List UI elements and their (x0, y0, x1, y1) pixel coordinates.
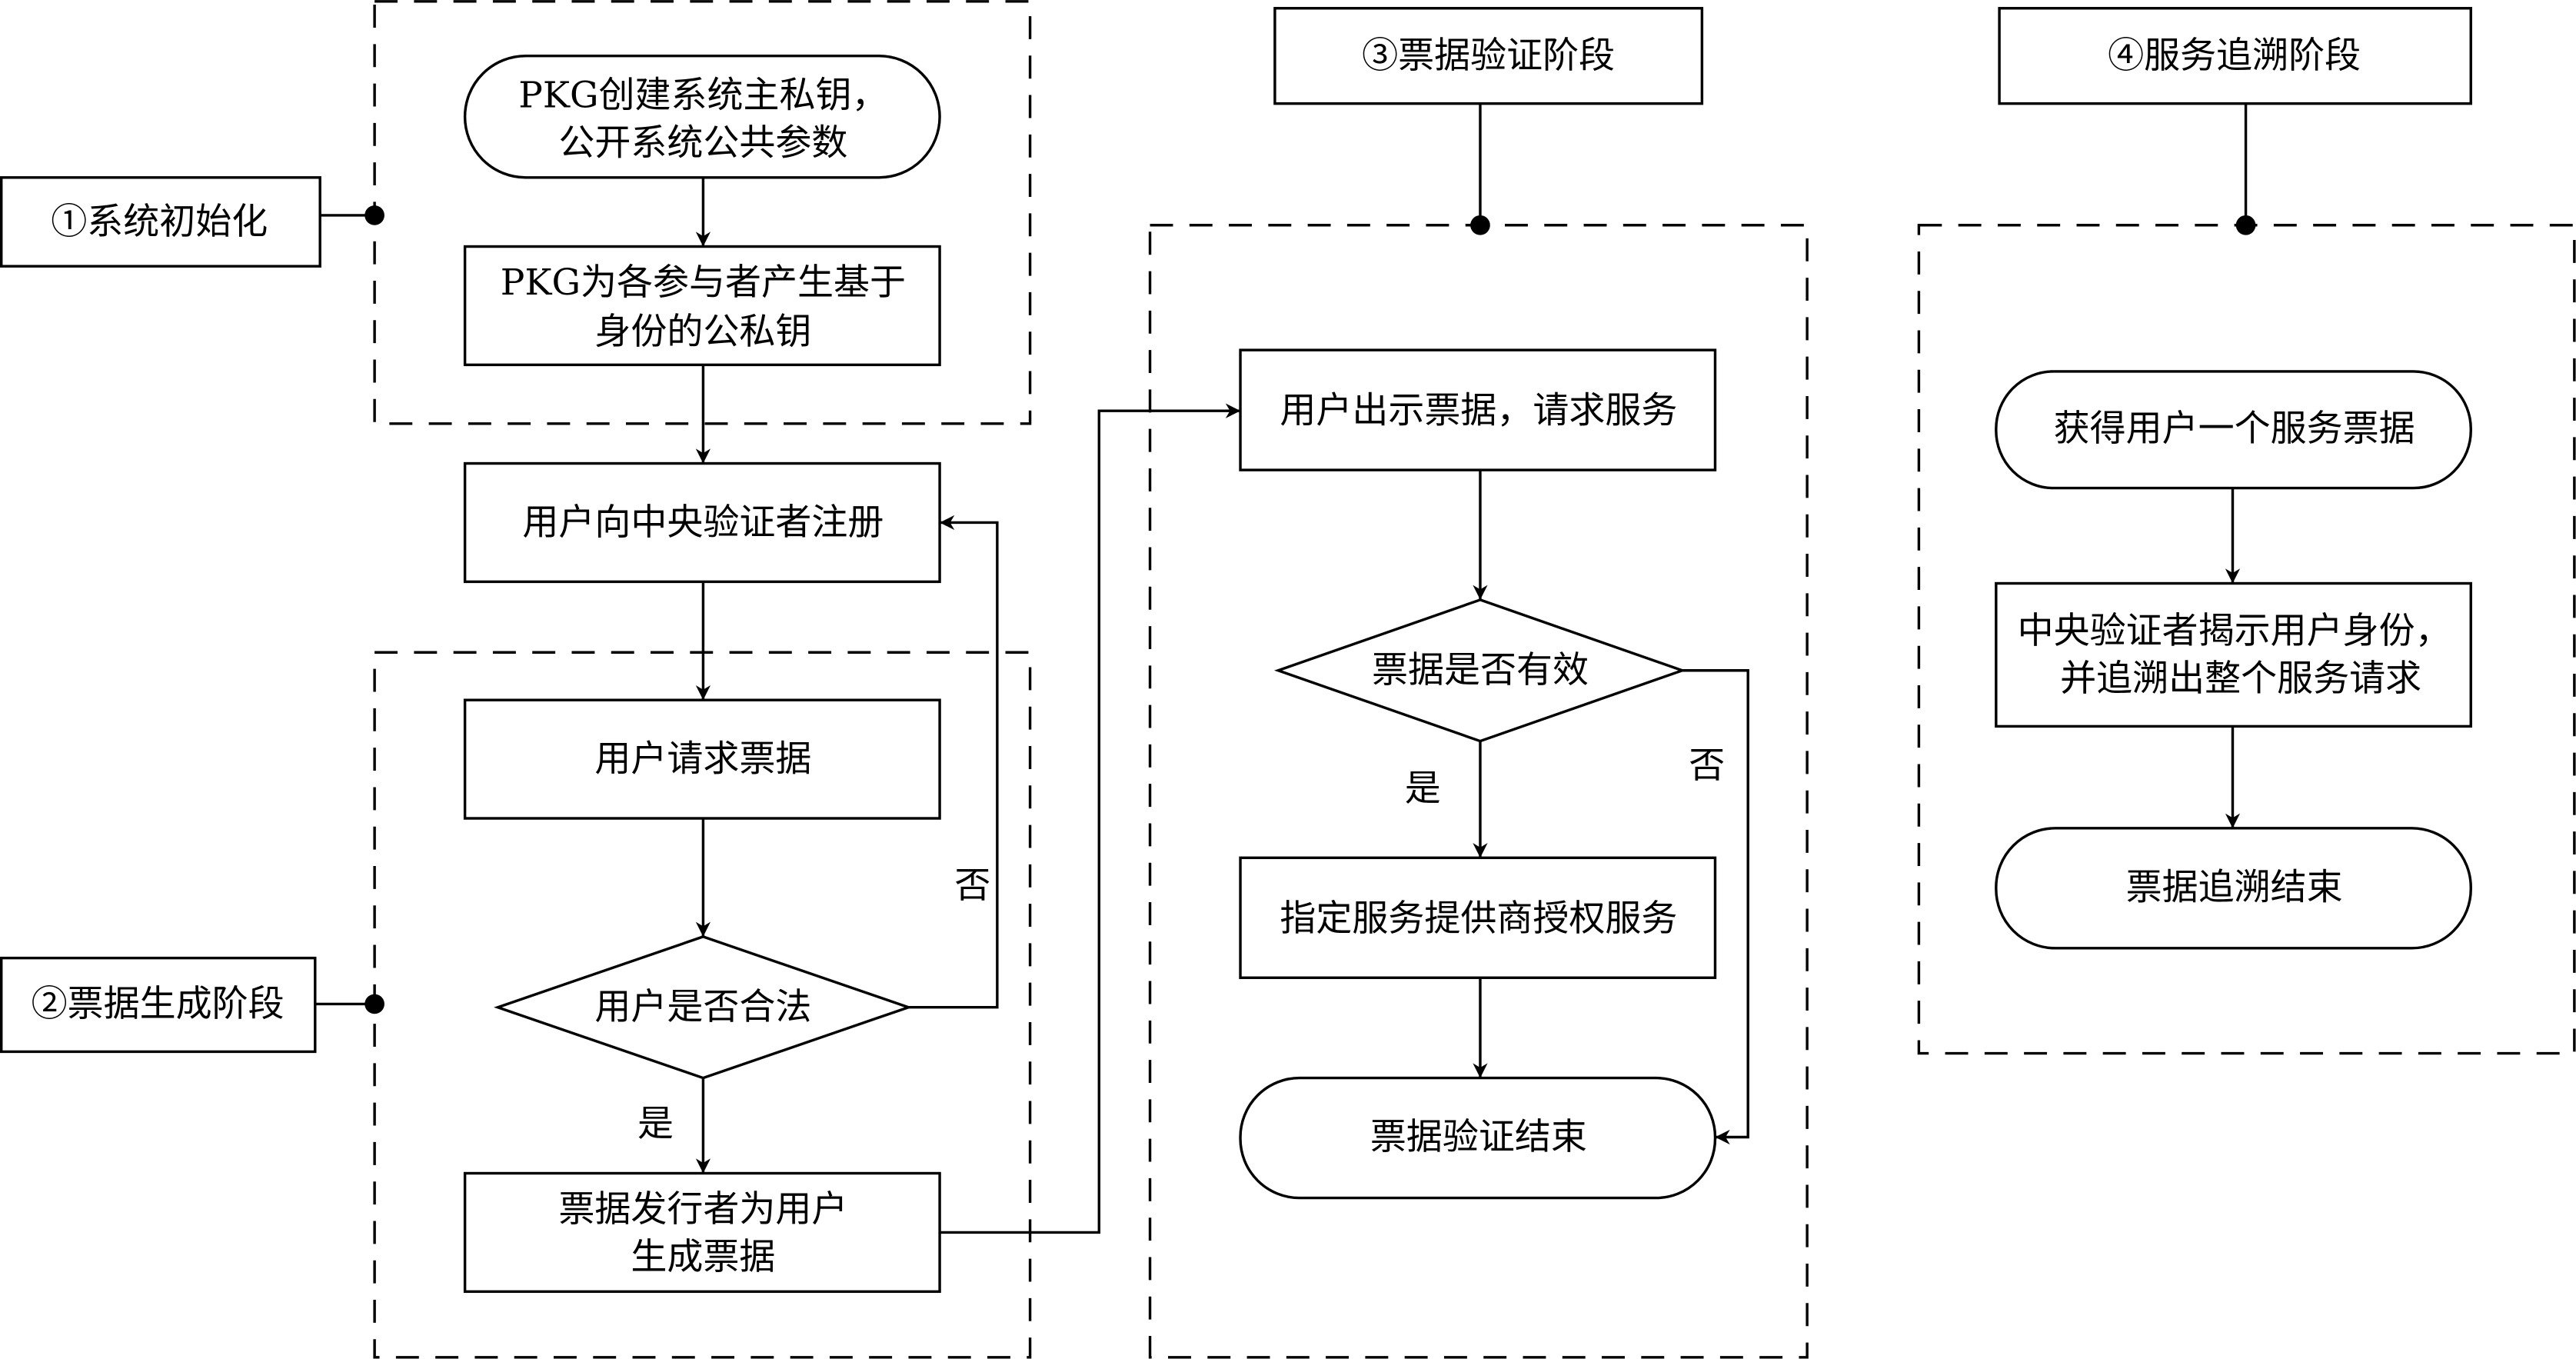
reveal-process: 中央验证者揭示用户身份， 并追溯出整个服务请求 (1995, 581, 2472, 728)
authorize-text: 指定服务提供商授权服务 (1280, 898, 1677, 940)
pkg-keys-line1: PKG为各参与者产生基于 (501, 261, 906, 304)
obtain-ticket-terminal: 获得用户一个服务票据 (1995, 370, 2472, 490)
issue-ticket-line2: 生成票据 (631, 1236, 775, 1278)
register-text: 用户向中央验证者注册 (522, 501, 884, 544)
verify-end-terminal: 票据验证结束 (1239, 1076, 1717, 1200)
user-legal-text: 用户是否合法 (594, 986, 811, 1028)
phase2-dot (364, 994, 384, 1014)
show-ticket-text: 用户出示票据，请求服务 (1280, 390, 1677, 432)
pkg-keys-process: PKG为各参与者产生基于 身份的公私钥 (463, 245, 941, 367)
issue-ticket-process: 票据发行者为用户 生成票据 (463, 1171, 941, 1294)
trace-end-terminal: 票据追溯结束 (1995, 827, 2472, 950)
verify-end-text: 票据验证结束 (1370, 1116, 1587, 1158)
request-ticket-text: 用户请求票据 (594, 738, 811, 781)
phase3-dot (1470, 215, 1490, 235)
edge-legal-no (908, 515, 999, 1009)
phase1-dot (364, 205, 384, 225)
ticket-valid-decision: 票据是否有效 (1274, 598, 1686, 743)
phase1-label-text: ①系统初始化 (51, 201, 268, 243)
issue-ticket-line1: 票据发行者为用户 (558, 1188, 847, 1231)
phase3-label: ③票据验证阶段 (1273, 7, 1704, 105)
obtain-ticket-text: 获得用户一个服务票据 (2054, 408, 2415, 450)
phase4-label-text: ④服务追溯阶段 (2108, 35, 2361, 77)
phase4-dot (2235, 215, 2256, 235)
pkg-create-terminal: PKG创建系统主私钥， 公开系统公共参数 (463, 54, 941, 179)
pkg-create-line1: PKG创建系统主私钥， (518, 74, 887, 116)
user-legal-decision: 用户是否合法 (494, 935, 913, 1080)
valid-yes-label: 是 (1405, 768, 1441, 810)
request-ticket-process: 用户请求票据 (463, 698, 941, 820)
phase2-label-text: ②票据生成阶段 (32, 983, 285, 1025)
edge-valid-no (1682, 669, 1749, 1145)
register-process: 用户向中央验证者注册 (463, 461, 941, 584)
show-ticket-process: 用户出示票据，请求服务 (1239, 348, 1717, 471)
phase3-label-text: ③票据验证阶段 (1362, 35, 1615, 77)
pkg-create-line2: 公开系统公共参数 (558, 122, 847, 164)
ticket-valid-text: 票据是否有效 (1372, 649, 1589, 691)
phase1-label: ①系统初始化 (0, 176, 321, 268)
phase4-label: ④服务追溯阶段 (1998, 7, 2472, 105)
legal-no-label: 否 (954, 864, 990, 907)
legal-yes-label: 是 (637, 1103, 674, 1145)
reveal-line2: 并追溯出整个服务请求 (2060, 658, 2421, 700)
trace-end-text: 票据追溯结束 (2126, 866, 2343, 908)
valid-no-label: 否 (1689, 744, 1725, 787)
edge-issue-to-show (940, 403, 1241, 1234)
authorize-process: 指定服务提供商授权服务 (1239, 856, 1717, 979)
reveal-line1: 中央验证者揭示用户身份， (2018, 610, 2451, 652)
pkg-keys-line2: 身份的公私钥 (594, 311, 811, 353)
phase2-label: ②票据生成阶段 (0, 956, 317, 1054)
